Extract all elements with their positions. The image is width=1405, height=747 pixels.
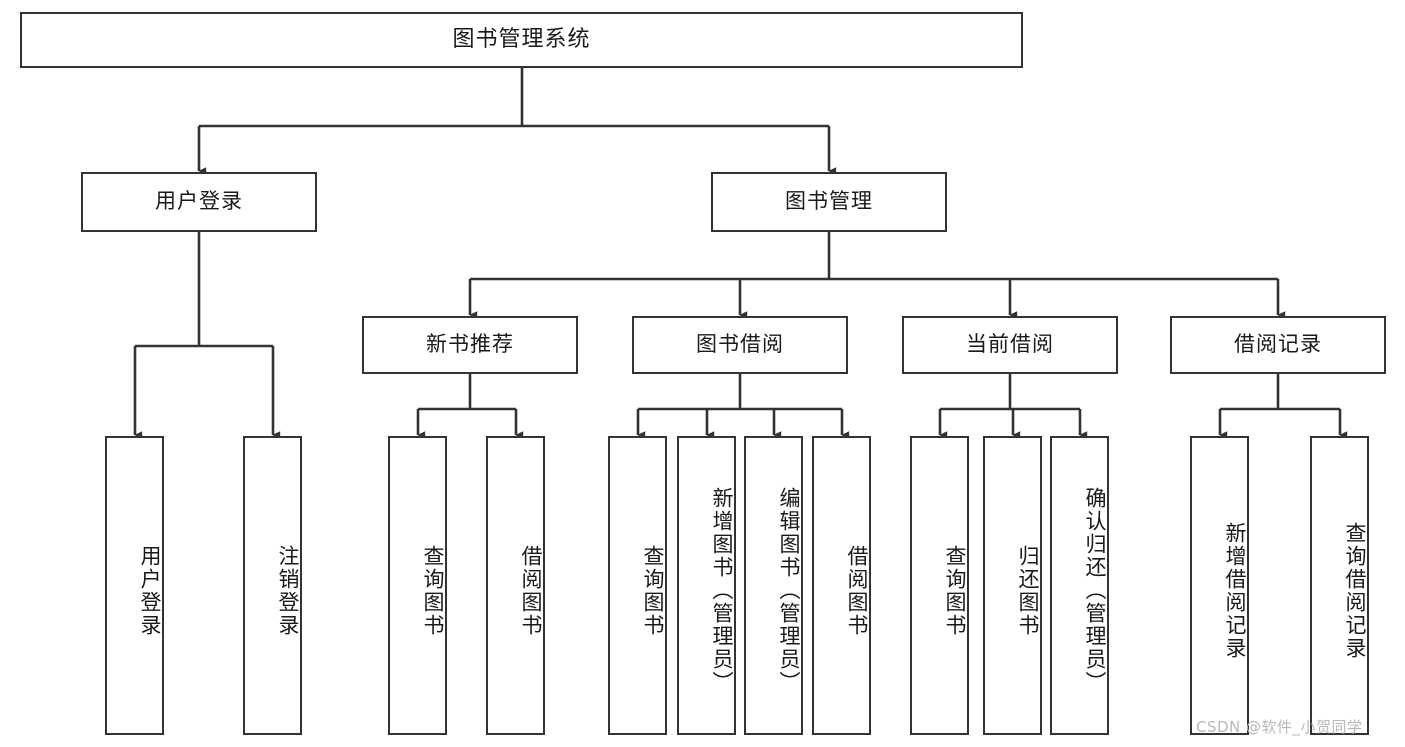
- csdn-watermark: CSDN @软件_小贺同学: [1196, 718, 1363, 736]
- node-label: 借阅图书: [519, 544, 543, 637]
- node-label: 用户登录: [155, 189, 243, 214]
- node-current-borrow[interactable]: 当前借阅: [902, 316, 1118, 374]
- node-label: 查询借阅记录: [1343, 521, 1367, 660]
- leaf-leaf-borrow-book-1[interactable]: 借阅图书: [486, 436, 545, 735]
- leaf-leaf-edit-book[interactable]: 编辑图书（管理员）: [744, 436, 803, 735]
- node-label: 查询图书: [421, 544, 445, 637]
- node-label: 编辑图书（管理员）: [777, 487, 801, 694]
- node-label: 用户登录: [138, 544, 162, 637]
- leaf-leaf-query-book-1[interactable]: 查询图书: [388, 436, 447, 735]
- leaf-leaf-add-borrow-record[interactable]: 新增借阅记录: [1190, 436, 1249, 735]
- leaf-leaf-return-book[interactable]: 归还图书: [983, 436, 1042, 735]
- leaf-leaf-query-borrow-record[interactable]: 查询借阅记录: [1310, 436, 1369, 735]
- node-label: 新增图书（管理员）: [710, 487, 734, 694]
- leaf-leaf-add-book[interactable]: 新增图书（管理员）: [677, 436, 736, 735]
- node-label: 查询图书: [641, 544, 665, 637]
- node-label: 确认归还（管理员）: [1083, 487, 1107, 694]
- node-label: 当前借阅: [966, 332, 1054, 357]
- leaf-leaf-user-login[interactable]: 用户登录: [105, 436, 164, 735]
- node-book-borrow[interactable]: 图书借阅: [632, 316, 848, 374]
- node-user-login[interactable]: 用户登录: [81, 172, 317, 232]
- node-label: 新增借阅记录: [1223, 521, 1247, 660]
- node-new-book-rec[interactable]: 新书推荐: [362, 316, 578, 374]
- leaf-leaf-borrow-book-2[interactable]: 借阅图书: [812, 436, 871, 735]
- node-borrow-record[interactable]: 借阅记录: [1170, 316, 1386, 374]
- node-root[interactable]: 图书管理系统: [20, 12, 1023, 68]
- leaf-leaf-query-book-3[interactable]: 查询图书: [910, 436, 969, 735]
- node-label: 查询图书: [943, 544, 967, 637]
- node-label: 归还图书: [1016, 544, 1040, 637]
- node-label: 借阅图书: [845, 544, 869, 637]
- node-label: 新书推荐: [426, 332, 514, 357]
- leaf-leaf-query-book-2[interactable]: 查询图书: [608, 436, 667, 735]
- node-label: 图书借阅: [696, 332, 784, 357]
- node-label: 图书管理: [785, 189, 873, 214]
- node-label: 借阅记录: [1234, 332, 1322, 357]
- leaf-leaf-confirm-return[interactable]: 确认归还（管理员）: [1050, 436, 1109, 735]
- leaf-leaf-user-logout[interactable]: 注销登录: [243, 436, 302, 735]
- node-label: 注销登录: [276, 544, 300, 637]
- node-book-manage[interactable]: 图书管理: [711, 172, 947, 232]
- node-label: 图书管理系统: [452, 26, 591, 52]
